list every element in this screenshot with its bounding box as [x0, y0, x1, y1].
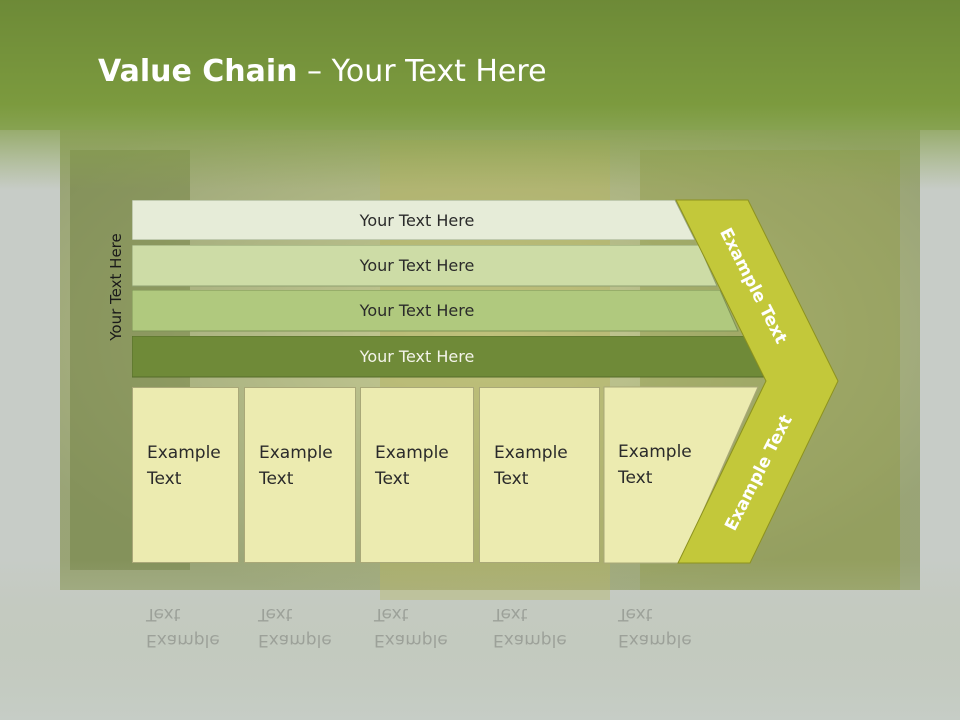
cell-3-line2: Text: [375, 469, 410, 489]
cell-2-line1: Example: [259, 443, 333, 463]
bar-4-label: Your Text Here: [359, 346, 475, 366]
reflection-4-line2: Text: [493, 604, 528, 624]
cell-1-line1: Example: [147, 443, 221, 463]
reflection-2-line1: Example: [258, 630, 332, 650]
reflection-1-line1: Example: [146, 630, 220, 650]
reflection-5: Example Text: [604, 595, 714, 705]
reflection-2-line2: Text: [258, 604, 293, 624]
reflection-1-line2: Text: [146, 604, 181, 624]
cell-5: Example Text: [604, 387, 714, 563]
reflection-2: Example Text: [244, 595, 356, 705]
title-bold: Value Chain: [98, 54, 298, 89]
cell-3: Example Text: [360, 387, 474, 563]
cell-1: Example Text: [132, 387, 239, 563]
cell-4-line2: Text: [494, 469, 529, 489]
bar-1-label: Your Text Here: [359, 210, 475, 230]
bar-1-shape: [132, 200, 696, 240]
cell-3-line1: Example: [375, 443, 449, 463]
cell-4: Example Text: [479, 387, 600, 563]
bar-3-label: Your Text Here: [359, 300, 475, 320]
bar-2-shape: [132, 245, 718, 287]
cell-2-line2: Text: [259, 469, 294, 489]
reflection-4-line1: Example: [493, 630, 567, 650]
reflection-3: Example Text: [360, 595, 474, 705]
cell-5-line2: Text: [618, 468, 653, 488]
reflection-3-line1: Example: [374, 630, 448, 650]
title-rest: – Your Text Here: [297, 54, 547, 89]
side-label: Your Text Here: [107, 233, 125, 341]
reflection-3-line2: Text: [374, 604, 409, 624]
cell-5-line1: Example: [618, 442, 692, 462]
reflection-1: Example Text: [132, 595, 239, 705]
cell-1-line2: Text: [147, 469, 182, 489]
cell-2: Example Text: [244, 387, 356, 563]
reflection-4: Example Text: [479, 595, 600, 705]
bar-2-label: Your Text Here: [359, 255, 475, 275]
reflection-5-line2: Text: [618, 604, 653, 624]
bar-3-shape: [132, 290, 739, 332]
chevron-arrow: [675, 199, 839, 564]
cell-4-line1: Example: [494, 443, 568, 463]
reflection-5-line1: Example: [618, 630, 692, 650]
slide-title: Value Chain – Your Text Here: [98, 54, 547, 89]
